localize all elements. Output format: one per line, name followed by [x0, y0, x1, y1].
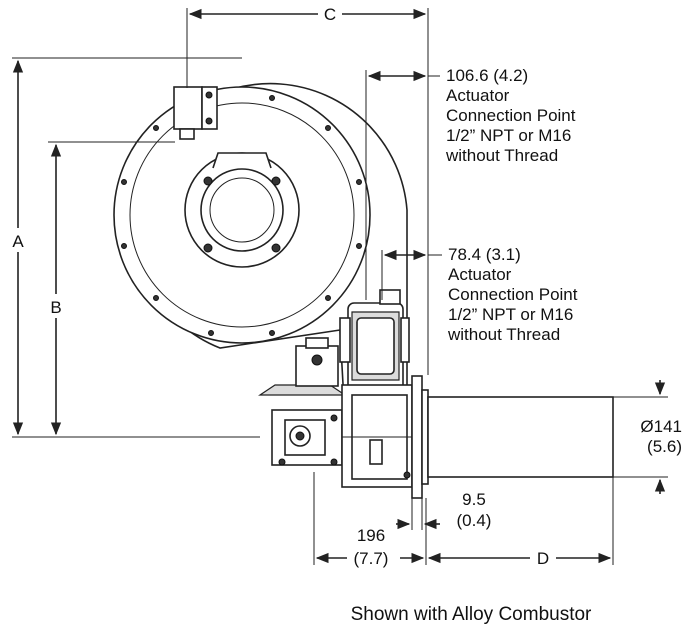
upper-note-line-3: 1/2” NPT or M16	[446, 126, 571, 145]
housing-bolts	[121, 95, 362, 336]
diameter-dimension: Ø141	[640, 417, 682, 436]
upper-note-line-1: Actuator	[446, 86, 510, 105]
burner-body	[341, 384, 413, 488]
gas-train	[258, 337, 347, 466]
upper-note-line-4: without Thread	[445, 146, 558, 165]
diameter-inch-dimension: (5.6)	[647, 437, 682, 456]
actuator-assembly	[339, 289, 410, 392]
figure-caption: Shown with Alloy Combustor	[351, 604, 592, 625]
flange-bolts	[203, 176, 281, 253]
dimension-b-label: B	[50, 298, 61, 317]
lower-note-line-1: Actuator	[448, 265, 512, 284]
lower-note-line-2: Connection Point	[448, 285, 578, 304]
dimension-a-label: A	[12, 232, 24, 251]
dimension-d-label: D	[537, 549, 549, 568]
flange-dimension: 9.5	[462, 490, 486, 509]
pressure-switch	[173, 86, 218, 140]
lower-note-line-3: 1/2” NPT or M16	[448, 305, 573, 324]
depth-inch-dimension: (7.7)	[354, 549, 389, 568]
depth-dimension: 196	[357, 526, 385, 545]
dimension-lines	[12, 8, 668, 565]
lower-note-line-4: without Thread	[447, 325, 560, 344]
upper-note-line-2: Connection Point	[446, 106, 576, 125]
mounting-flange	[411, 375, 429, 499]
alloy-combustor	[427, 396, 614, 478]
dimension-c-label: C	[324, 5, 336, 24]
flange-inch-dimension: (0.4)	[457, 511, 492, 530]
lower-offset-dimension: 78.4 (3.1)	[448, 245, 521, 264]
upper-offset-dimension: 106.6 (4.2)	[446, 66, 528, 85]
blower-housing	[113, 82, 408, 421]
